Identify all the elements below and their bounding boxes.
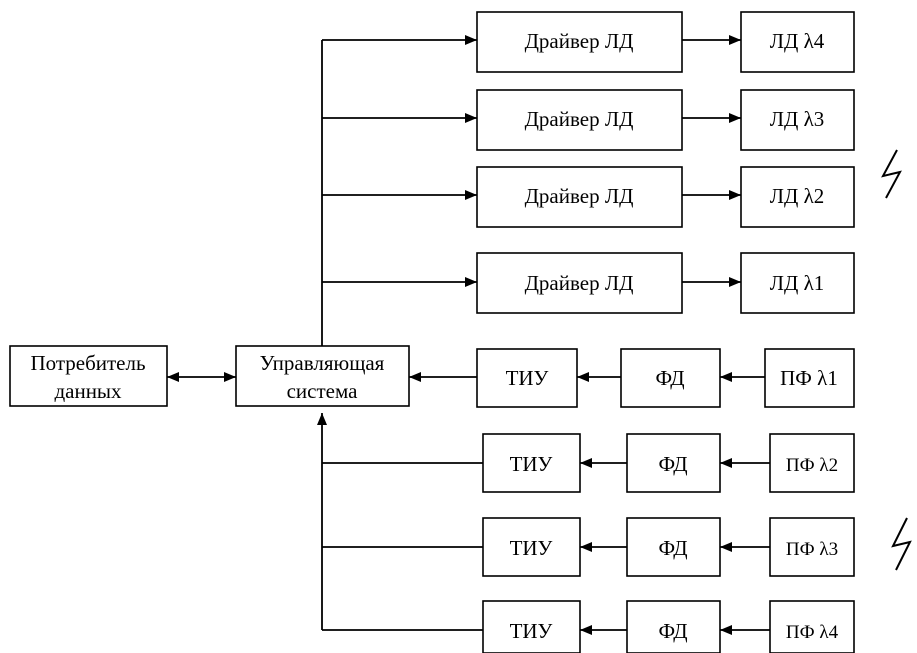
amplifier-block <box>476 348 578 408</box>
photodiode-label: ФД <box>658 619 687 643</box>
photodiode-block <box>626 433 721 493</box>
filter-block <box>769 517 855 577</box>
tx-row: Драйвер ЛД ЛД λ3 <box>476 89 855 151</box>
amplifier-label: ТИУ <box>510 452 553 476</box>
laser-label: ЛД λ2 <box>770 184 825 208</box>
photodiode-label: ФД <box>658 536 687 560</box>
rx-row: ТИУ ФД ПФ λ2 <box>482 433 855 493</box>
laser-label: ЛД λ3 <box>770 107 825 131</box>
rx-row: ТИУ ФД ПФ λ4 <box>482 600 855 653</box>
laser-block <box>740 252 855 314</box>
control-label-line2: система <box>287 379 359 403</box>
filter-label: ПФ λ3 <box>786 539 838 560</box>
tx-row: Драйвер ЛД ЛД λ1 <box>476 252 855 314</box>
laser-block <box>740 11 855 73</box>
consumer-label-line1: Потребитель <box>30 351 145 375</box>
amplifier-label: ТИУ <box>510 536 553 560</box>
driver-label: Драйвер ЛД <box>525 107 634 131</box>
laser-block <box>740 89 855 151</box>
filter-block <box>769 600 855 653</box>
filter-label: ПФ λ2 <box>786 455 838 476</box>
amplifier-label: ТИУ <box>510 619 553 643</box>
filter-label: ПФ λ4 <box>786 622 839 643</box>
laser-label: ЛД λ4 <box>770 29 825 53</box>
driver-block <box>476 166 683 228</box>
photodiode-block <box>626 517 721 577</box>
driver-block <box>476 252 683 314</box>
photodiode-label: ФД <box>655 366 684 390</box>
tx-row: Драйвер ЛД ЛД λ2 <box>476 166 855 228</box>
driver-label: Драйвер ЛД <box>525 29 634 53</box>
filter-block <box>764 348 855 408</box>
optical-emission-icon <box>881 149 902 199</box>
consumer-label-line2: данных <box>54 379 122 403</box>
photodiode-block <box>620 348 721 408</box>
amplifier-block <box>482 600 581 653</box>
optical-reception-icon <box>891 517 912 571</box>
laser-label: ЛД λ1 <box>770 271 825 295</box>
filter-block <box>769 433 855 493</box>
photodiode-label: ФД <box>658 452 687 476</box>
consumer-block: Потребитель данных <box>9 345 168 407</box>
laser-block <box>740 166 855 228</box>
control-system-block: Управляющая система <box>235 345 410 407</box>
amplifier-label: ТИУ <box>506 366 549 390</box>
tx-row: Драйвер ЛД ЛД λ4 <box>476 11 855 73</box>
driver-label: Драйвер ЛД <box>525 184 634 208</box>
driver-block <box>476 11 683 73</box>
filter-label: ПФ λ1 <box>780 366 838 390</box>
driver-block <box>476 89 683 151</box>
rx-row: ТИУ ФД ПФ λ1 <box>476 348 855 408</box>
control-label-line1: Управляющая <box>260 351 385 375</box>
driver-label: Драйвер ЛД <box>525 271 634 295</box>
rx-row: ТИУ ФД ПФ λ3 <box>482 517 855 577</box>
